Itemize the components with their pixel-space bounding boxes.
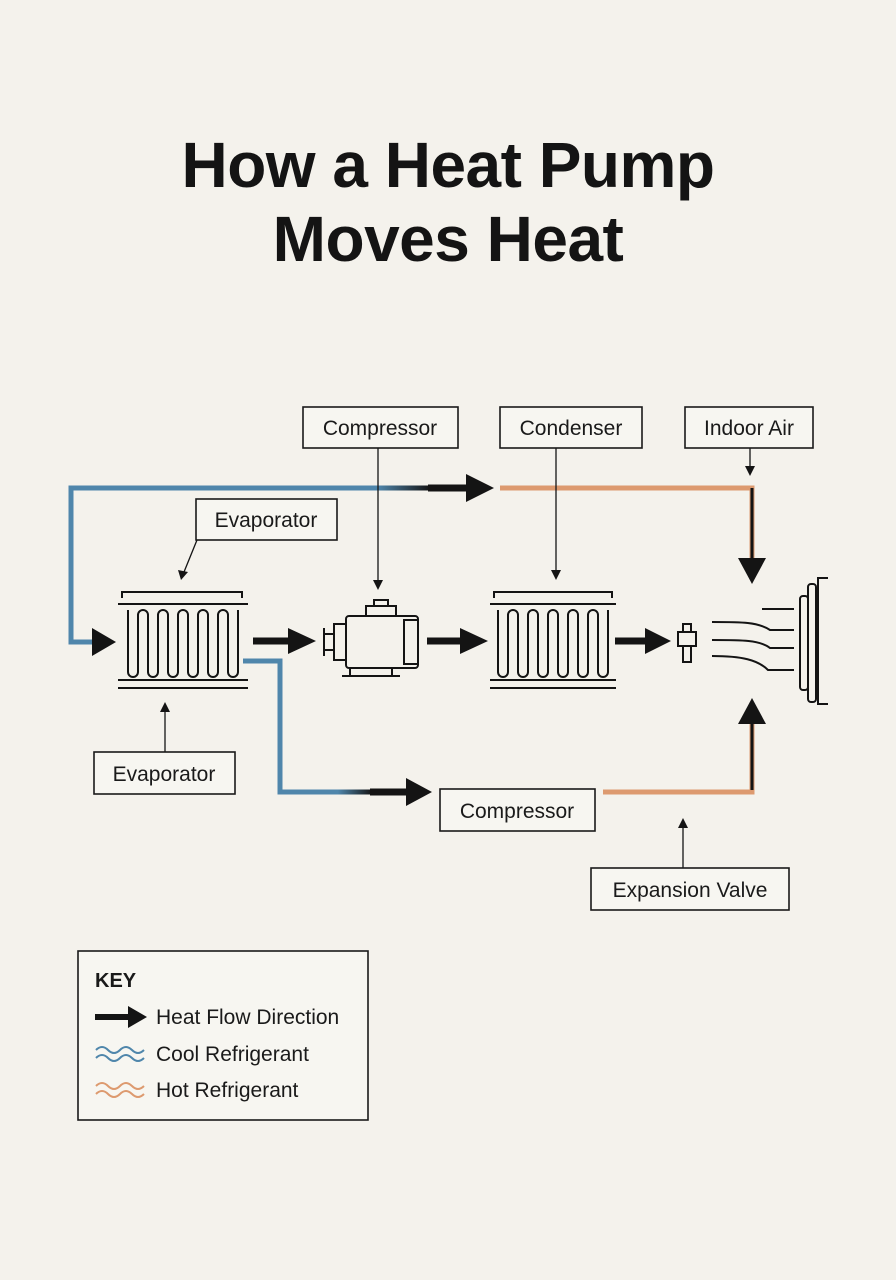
arrow-icon (95, 1006, 147, 1028)
label-indoor-air: Indoor Air (684, 406, 814, 449)
label-text-evaporator-bottom: Evaporator (113, 763, 216, 786)
heat-flow-arrow-bottom (370, 778, 432, 806)
pointer-evaporator-top (183, 539, 198, 573)
condenser-coil-icon (490, 591, 616, 689)
indoor-unit-icon (799, 577, 828, 705)
heat-flow-arrow-down-indoor (738, 488, 766, 584)
legend: KEY Heat Flow Direction Cool Refrigerant… (77, 950, 369, 1121)
label-compressor-top: Compressor (302, 406, 459, 449)
indoor-air-flow-icon (711, 608, 794, 671)
label-text-condenser: Condenser (520, 417, 623, 440)
expansion-valve-icon (677, 623, 697, 663)
heat-flow-arrow-up-indoor (738, 698, 766, 790)
title-line-1: How a Heat Pump (181, 129, 715, 201)
cool-refrigerant-pipe-top (68, 485, 430, 645)
heat-flow-arrow-into-evaporator (92, 628, 116, 656)
legend-label-hot-refrigerant: Hot Refrigerant (156, 1079, 299, 1102)
label-text-compressor-bottom: Compressor (460, 800, 574, 823)
legend-label-cool-refrigerant: Cool Refrigerant (156, 1043, 309, 1066)
label-evaporator-bottom: Evaporator (93, 751, 236, 795)
title-line-2: Moves Heat (272, 203, 624, 275)
label-text-expansion-valve: Expansion Valve (613, 879, 768, 902)
heat-flow-arrow-comp-to-cond (427, 628, 488, 654)
label-text-compressor-top: Compressor (323, 417, 437, 440)
compressor-icon (323, 599, 419, 677)
cool-refrigerant-pipe-bottom (243, 658, 372, 795)
heat-flow-arrow-cond-to-valve (615, 628, 671, 654)
label-evaporator-top: Evaporator (195, 498, 338, 541)
hot-refrigerant-pipe-top (500, 485, 755, 560)
label-expansion-valve: Expansion Valve (590, 867, 790, 911)
legend-title: KEY (95, 970, 137, 992)
label-text-indoor-air: Indoor Air (704, 417, 794, 440)
hot-refrigerant-pipe-bottom (603, 720, 755, 795)
heat-flow-arrow-top (428, 474, 494, 502)
label-condenser: Condenser (499, 406, 643, 449)
label-compressor-bottom: Compressor (439, 788, 596, 832)
label-text-evaporator-top: Evaporator (215, 509, 318, 532)
wave-icon-hot (95, 1082, 145, 1098)
evaporator-coil-icon (118, 591, 248, 689)
wave-icon-cool (95, 1046, 145, 1062)
page-title: How a Heat Pump Moves Heat (0, 128, 896, 276)
legend-label-heat-flow: Heat Flow Direction (156, 1006, 339, 1029)
heat-flow-arrow-evap-to-comp (253, 628, 316, 654)
